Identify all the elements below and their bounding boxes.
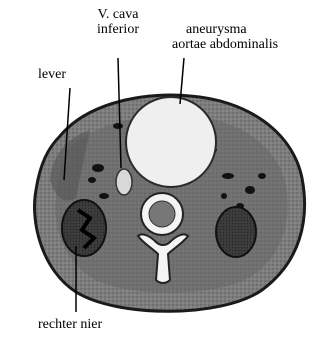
- label-vena-cava-line2: inferior: [86, 22, 150, 37]
- label-aneurysma: aneurysma aortae abdominalis: [172, 22, 278, 52]
- left-kidney: [216, 207, 256, 257]
- label-aneurysma-line2: aortae abdominalis: [172, 37, 278, 52]
- label-aneurysma-line1: aneurysma: [172, 22, 278, 37]
- label-vena-cava: V. cava inferior: [86, 7, 150, 37]
- label-vena-cava-line1: V. cava: [86, 7, 150, 22]
- label-rechter-nier: rechter nier: [38, 317, 102, 332]
- vertebral-body-core: [149, 201, 175, 227]
- aortic-aneurysm: [126, 97, 216, 187]
- vena-cava-inferior: [116, 169, 132, 195]
- label-lever: lever: [38, 67, 66, 82]
